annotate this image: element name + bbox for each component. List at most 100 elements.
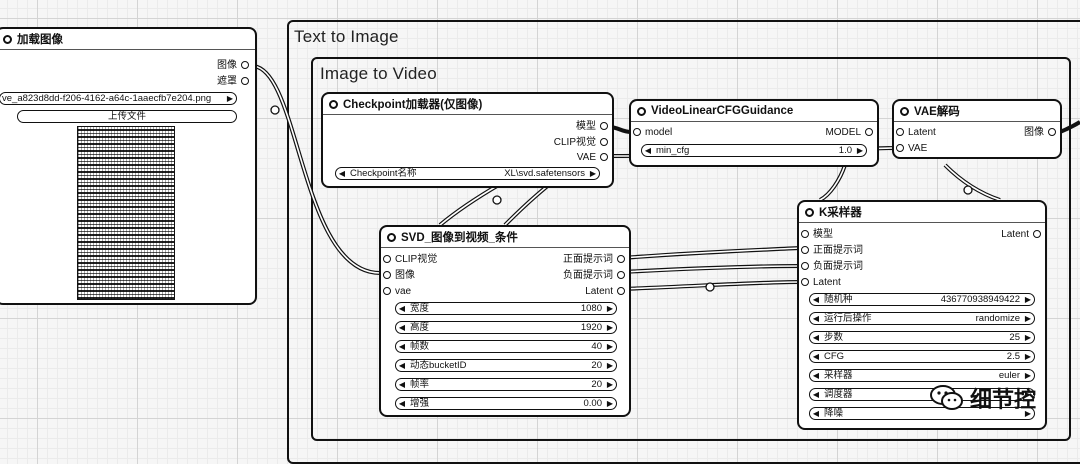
output-image[interactable]: 图像 bbox=[217, 59, 249, 72]
output-vae[interactable]: VAE bbox=[577, 151, 608, 164]
node-title[interactable]: K采样器 bbox=[799, 202, 1045, 223]
port-icon[interactable] bbox=[617, 271, 625, 280]
input-model[interactable]: model bbox=[633, 126, 672, 139]
arrow-left-icon[interactable]: ◀ bbox=[398, 323, 406, 332]
port-icon[interactable] bbox=[865, 128, 873, 137]
port-icon[interactable] bbox=[633, 128, 641, 137]
port-icon[interactable] bbox=[896, 144, 904, 153]
port-icon[interactable] bbox=[896, 128, 904, 137]
arrow-right-icon[interactable]: ▶ bbox=[1024, 352, 1032, 361]
port-icon[interactable] bbox=[600, 153, 608, 162]
port-icon[interactable] bbox=[241, 77, 249, 86]
input-model[interactable]: 模型 bbox=[801, 228, 833, 241]
port-icon[interactable] bbox=[1048, 128, 1056, 137]
arrow-right-icon[interactable]: ▶ bbox=[606, 342, 614, 351]
output-latent[interactable]: Latent bbox=[1001, 228, 1041, 241]
arrow-left-icon[interactable]: ◀ bbox=[812, 333, 820, 342]
node-vae-decode[interactable]: VAE解码 Latent VAE 图像 bbox=[892, 99, 1062, 159]
arrow-left-icon[interactable]: ◀ bbox=[812, 352, 820, 361]
input-latent[interactable]: Latent bbox=[801, 276, 841, 289]
input-clip-vision[interactable]: CLIP视觉 bbox=[383, 253, 437, 266]
node-title[interactable]: Checkpoint加载器(仅图像) bbox=[323, 94, 612, 115]
group-image-to-video[interactable] bbox=[311, 57, 1071, 441]
input-negative[interactable]: 负面提示词 bbox=[801, 260, 863, 273]
arrow-right-icon[interactable]: ▶ bbox=[226, 94, 234, 103]
collapse-dot-icon[interactable] bbox=[329, 99, 338, 109]
output-image[interactable]: 图像 bbox=[1024, 126, 1056, 139]
arrow-right-icon[interactable]: ▶ bbox=[1024, 295, 1032, 304]
arrow-left-icon[interactable]: ◀ bbox=[812, 390, 820, 399]
input-vae[interactable]: vae bbox=[383, 285, 411, 298]
node-title[interactable]: 加载图像 bbox=[0, 29, 255, 50]
port-icon[interactable] bbox=[383, 271, 391, 280]
node-load-image[interactable]: 加载图像 图像 遮罩 ve_a823d8dd-f206-4162-a64c-1a… bbox=[0, 27, 257, 305]
arrow-right-icon[interactable]: ▶ bbox=[606, 399, 614, 408]
input-vae[interactable]: VAE bbox=[896, 142, 927, 155]
output-model[interactable]: MODEL bbox=[825, 126, 873, 139]
output-model[interactable]: 模型 bbox=[576, 120, 608, 133]
image-file-select[interactable]: ve_a823d8dd-f206-4162-a64c-1aaecfb7e204.… bbox=[0, 92, 237, 105]
port-icon[interactable] bbox=[617, 255, 625, 264]
port-icon[interactable] bbox=[383, 287, 391, 296]
arrow-right-icon[interactable]: ▶ bbox=[856, 146, 864, 155]
arrow-left-icon[interactable]: ◀ bbox=[812, 295, 820, 304]
arrow-right-icon[interactable]: ▶ bbox=[1024, 333, 1032, 342]
port-icon[interactable] bbox=[801, 278, 809, 287]
output-mask[interactable]: 遮罩 bbox=[217, 75, 249, 88]
arrow-left-icon[interactable]: ◀ bbox=[644, 146, 652, 155]
arrow-left-icon[interactable]: ◀ bbox=[398, 399, 406, 408]
port-icon[interactable] bbox=[801, 230, 809, 239]
node-title[interactable]: VAE解码 bbox=[894, 101, 1060, 122]
scheduler-select[interactable]: ◀调度器▶ bbox=[809, 388, 1035, 401]
arrow-right-icon[interactable]: ▶ bbox=[589, 169, 597, 178]
collapse-dot-icon[interactable] bbox=[387, 232, 396, 242]
port-icon[interactable] bbox=[241, 61, 249, 70]
arrow-right-icon[interactable]: ▶ bbox=[606, 380, 614, 389]
arrow-left-icon[interactable]: ◀ bbox=[812, 409, 820, 418]
node-checkpoint-loader[interactable]: Checkpoint加载器(仅图像) 模型 CLIP视觉 VAE ◀Checkp… bbox=[321, 92, 614, 188]
arrow-right-icon[interactable]: ▶ bbox=[1024, 314, 1032, 323]
arrow-left-icon[interactable]: ◀ bbox=[398, 304, 406, 313]
output-negative[interactable]: 负面提示词 bbox=[563, 269, 625, 282]
port-icon[interactable] bbox=[801, 262, 809, 271]
arrow-right-icon[interactable]: ▶ bbox=[606, 323, 614, 332]
arrow-right-icon[interactable]: ▶ bbox=[606, 304, 614, 313]
input-positive[interactable]: 正面提示词 bbox=[801, 244, 863, 257]
input-latent[interactable]: Latent bbox=[896, 126, 936, 139]
arrow-left-icon[interactable]: ◀ bbox=[812, 314, 820, 323]
node-video-linear-cfg-guidance[interactable]: VideoLinearCFGGuidance model MODEL ◀min_… bbox=[629, 99, 879, 167]
arrow-right-icon[interactable]: ▶ bbox=[1024, 390, 1032, 399]
collapse-dot-icon[interactable] bbox=[805, 207, 814, 217]
arrow-left-icon[interactable]: ◀ bbox=[398, 361, 406, 370]
port-icon[interactable] bbox=[600, 122, 608, 131]
output-latent[interactable]: Latent bbox=[585, 285, 625, 298]
node-svd-img2vid-conditioning[interactable]: SVD_图像到视频_条件 CLIP视觉 图像 vae 正面提示词 负面提示词 L… bbox=[379, 225, 631, 417]
input-image[interactable]: 图像 bbox=[383, 269, 415, 282]
output-positive[interactable]: 正面提示词 bbox=[563, 253, 625, 266]
collapse-dot-icon[interactable] bbox=[637, 106, 646, 116]
port-icon[interactable] bbox=[801, 246, 809, 255]
port-icon[interactable] bbox=[617, 287, 625, 296]
arrow-left-icon[interactable]: ◀ bbox=[398, 380, 406, 389]
port-icon[interactable] bbox=[383, 255, 391, 264]
node-title[interactable]: VideoLinearCFGGuidance bbox=[631, 101, 877, 122]
output-clip-vision[interactable]: CLIP视觉 bbox=[554, 136, 608, 149]
arrow-right-icon[interactable]: ▶ bbox=[1024, 371, 1032, 380]
node-title[interactable]: SVD_图像到视频_条件 bbox=[381, 227, 629, 248]
denoise-field[interactable]: ◀降噪▶ bbox=[809, 407, 1035, 420]
port-icon[interactable] bbox=[1033, 230, 1041, 239]
arrow-right-icon[interactable]: ▶ bbox=[606, 361, 614, 370]
collapse-dot-icon[interactable] bbox=[3, 34, 12, 44]
